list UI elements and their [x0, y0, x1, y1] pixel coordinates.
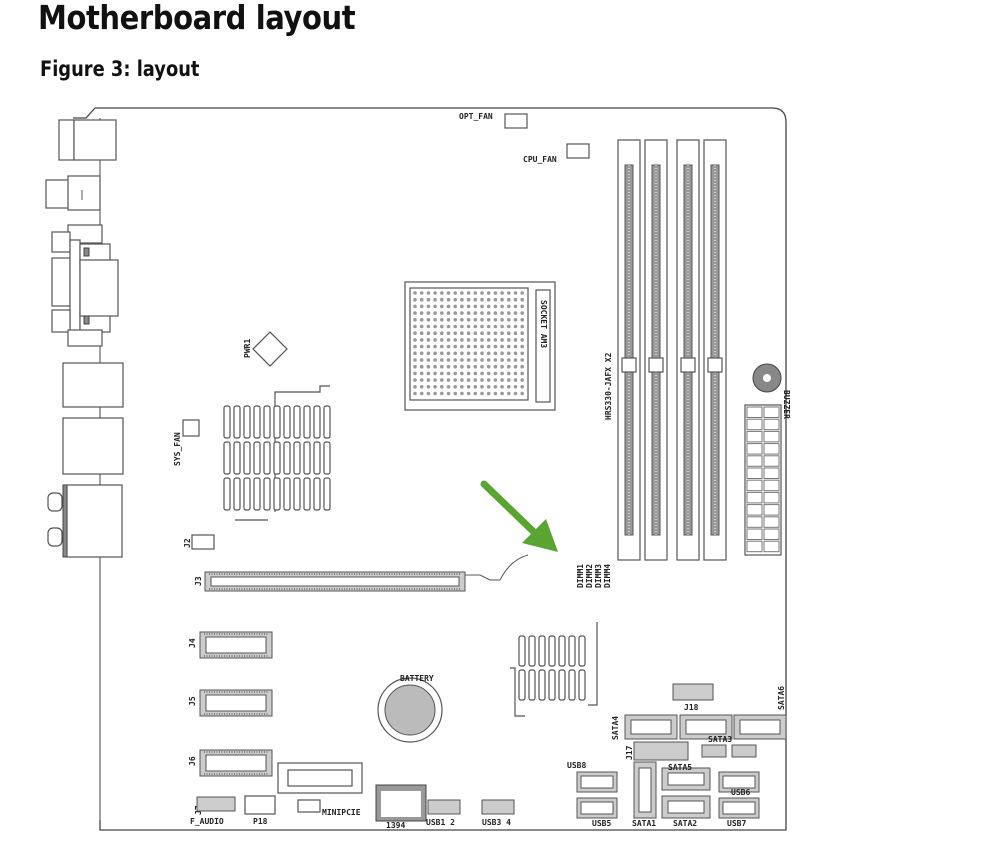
ieee1394-label: 1394 — [386, 821, 405, 830]
f-audio-label: F_AUDIO — [190, 817, 224, 826]
southbridge-heatsink — [510, 622, 598, 717]
expansion-slots — [199, 571, 466, 777]
opt-fan-header — [504, 113, 528, 129]
buzzer-label: BUZZER — [782, 390, 791, 419]
sata5-label: SATA5 — [668, 763, 692, 772]
j5-label: J5 — [188, 696, 197, 706]
p18-connector — [244, 795, 276, 815]
sata2-label: SATA2 — [673, 819, 697, 828]
j17-label: J17 — [625, 745, 634, 760]
dimm3-label: DIMM3 — [594, 564, 603, 588]
sata3-header-a — [701, 744, 727, 758]
minipcie-header — [297, 799, 321, 813]
j3-label: J3 — [194, 576, 203, 586]
sata1-label: SATA1 — [632, 819, 656, 828]
j18-header — [672, 683, 714, 701]
dimm-labels: DIMM1 DIMM2 DIMM3 DIMM4 — [576, 564, 612, 588]
opt-fan-label: OPT_FAN — [459, 112, 493, 121]
p18-label: P18 — [253, 817, 268, 826]
board-outline — [73, 107, 787, 831]
page-title: Motherboard layout — [38, 0, 356, 37]
rear-io — [45, 119, 124, 558]
sata6-label: SATA6 — [777, 686, 786, 710]
dimm1-label: DIMM1 — [576, 564, 585, 588]
usb6-label: USB6 — [731, 788, 750, 797]
sys-fan-label: SYS_FAN — [173, 432, 182, 466]
usb12-header — [427, 799, 461, 815]
sata4-label: SATA4 — [611, 716, 620, 740]
minipcie-label: MINIPCIE — [322, 808, 361, 817]
usb34-label: USB3 4 — [482, 818, 511, 827]
dimm2-label: DIMM2 — [585, 564, 594, 588]
green-arrow-pointer — [480, 480, 558, 552]
j4-label: J4 — [188, 638, 197, 648]
atx-power-connector — [744, 404, 782, 556]
sata-connectors — [576, 714, 787, 819]
slot-latch — [465, 554, 529, 581]
dimm4-label: DIMM4 — [603, 564, 612, 588]
cpu-socket — [404, 281, 556, 411]
j2-header — [191, 534, 215, 550]
pwr1-label: PWR1 — [243, 339, 252, 358]
northbridge-heatsink — [223, 385, 331, 521]
dimm-part-label: HRS330-JAFX X2 — [604, 352, 613, 420]
j17-header — [633, 741, 689, 761]
pwr1-connector — [252, 331, 288, 367]
usb7-label: USB7 — [727, 819, 746, 828]
j18-label: J18 — [684, 703, 699, 712]
usb5-label: USB5 — [592, 819, 611, 828]
battery-label: BATTERY — [400, 674, 434, 683]
cpu-fan-header — [566, 143, 590, 159]
usb34-header — [481, 799, 515, 815]
usb12-label: USB1 2 — [426, 818, 455, 827]
j6-label: J6 — [188, 756, 197, 766]
cpu-fan-label: CPU_FAN — [523, 155, 557, 164]
sys-fan-header — [182, 419, 200, 437]
sata3-header-b — [731, 744, 757, 758]
f-audio-header — [196, 796, 236, 812]
figure-caption: Figure 3: layout — [40, 57, 200, 81]
j2-label: J2 — [183, 538, 192, 548]
sata3-label: SATA3 — [708, 735, 732, 744]
dimm-slots — [617, 139, 727, 561]
usb8-label: USB8 — [567, 761, 586, 770]
socket-label: SOCKET AM3 — [539, 300, 548, 348]
